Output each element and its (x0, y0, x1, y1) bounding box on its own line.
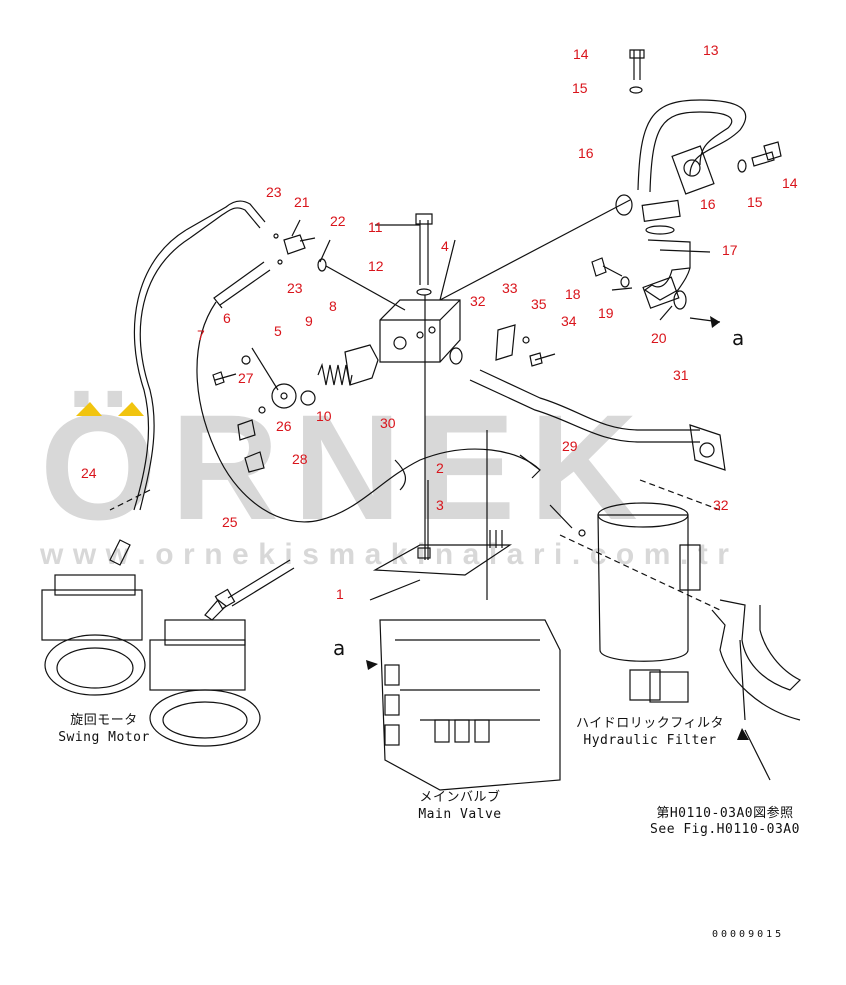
flange-13-bottom (641, 199, 681, 222)
callout-18: 18 (565, 286, 581, 302)
callout-5: 5 (274, 323, 282, 339)
callout-12: 12 (368, 258, 384, 274)
callout-23-top: 23 (266, 184, 282, 200)
swing-motor-label-en: Swing Motor (58, 730, 150, 745)
callout-15-top: 15 (572, 80, 588, 96)
hydraulic-filter (597, 514, 689, 662)
callout-25: 25 (222, 514, 238, 530)
o-ring-32 (449, 347, 463, 365)
callout-3: 3 (436, 497, 444, 513)
main-valve-label-jp: メインバルブ (419, 790, 501, 805)
bolt-14-right (751, 141, 782, 167)
callout-32-right: 32 (713, 497, 729, 513)
callout-30: 30 (380, 415, 396, 431)
callout-15-right: 15 (747, 194, 763, 210)
callout-23-bottom: 23 (287, 280, 303, 296)
callout-7: 7 (197, 327, 205, 343)
callout-20: 20 (651, 330, 667, 346)
callout-29: 29 (562, 438, 578, 454)
swing-motor-label-jp: 旋回モータ (70, 713, 138, 728)
fitting-21 (283, 234, 316, 255)
callout-27: 27 (238, 370, 254, 386)
callout-26: 26 (276, 418, 292, 434)
callout-6: 6 (223, 310, 231, 326)
callout-10: 10 (316, 408, 332, 424)
callout-16-right: 16 (700, 196, 716, 212)
pipe-13 (637, 99, 747, 191)
watermark-accent-icon (76, 402, 144, 416)
pipe-13-inner (649, 111, 733, 193)
callout-14-top: 14 (573, 46, 589, 62)
callout-9: 9 (305, 313, 313, 329)
hose-6 (213, 261, 271, 309)
elbow-17 (643, 239, 691, 301)
callout-1: 1 (336, 586, 344, 602)
o-ring-20 (673, 290, 687, 310)
callout-21: 21 (294, 194, 310, 210)
callout-32-top: 32 (470, 293, 486, 309)
plate-1 (372, 544, 512, 576)
flange-13-top (671, 145, 715, 195)
callout-2: 2 (436, 460, 444, 476)
bolt-18 (591, 257, 623, 277)
hose-upper (185, 200, 266, 239)
hose-25 (227, 559, 295, 607)
o-ring-10 (300, 390, 316, 406)
swing-motor-right (149, 599, 261, 747)
callout-16-top: 16 (578, 145, 594, 161)
plate-5 (271, 383, 297, 409)
callout-11: 11 (368, 219, 383, 235)
bolt-7 (212, 371, 237, 386)
callout-19: 19 (598, 305, 614, 321)
main-valve (379, 619, 561, 791)
bolt-14-top (629, 49, 645, 80)
clamp-33 (495, 324, 516, 361)
callout-4: 4 (441, 238, 449, 254)
filter-label-jp: ハイドロリックフィルタ (576, 716, 724, 731)
bolt-34 (529, 352, 556, 367)
callout-13: 13 (703, 42, 719, 58)
filter-label-en: Hydraulic Filter (583, 733, 717, 748)
bolt-11 (415, 213, 433, 285)
watermark-brand: ÖRNEK (40, 383, 652, 551)
main-valve-label-en: Main Valve (418, 807, 502, 822)
callout-33: 33 (502, 280, 518, 296)
pipe-ref (719, 599, 802, 691)
plug-8 (344, 344, 379, 386)
callout-8: 8 (329, 298, 337, 314)
reference-label-en: See Fig.H0110-03A0 (650, 822, 800, 837)
pipe-31 (479, 369, 700, 431)
block-4 (379, 299, 461, 363)
callout-34: 34 (561, 313, 577, 329)
callout-14-right: 14 (782, 175, 798, 191)
drawing-number: 00009015 (712, 929, 785, 940)
callout-28: 28 (292, 451, 308, 467)
view-marker-left: a (333, 636, 346, 660)
flange-31 (689, 424, 726, 471)
callout-35: 35 (531, 296, 547, 312)
callout-22: 22 (330, 213, 346, 229)
swing-motor-left (41, 539, 146, 696)
reference-label-jp: 第H0110-03A0図参照 (656, 806, 794, 821)
o-ring-16 (615, 194, 633, 216)
callout-31: 31 (673, 367, 689, 383)
cap-22 (317, 258, 327, 272)
callout-17: 17 (722, 242, 738, 258)
callout-24: 24 (81, 465, 97, 481)
view-marker-right: a (732, 326, 745, 350)
